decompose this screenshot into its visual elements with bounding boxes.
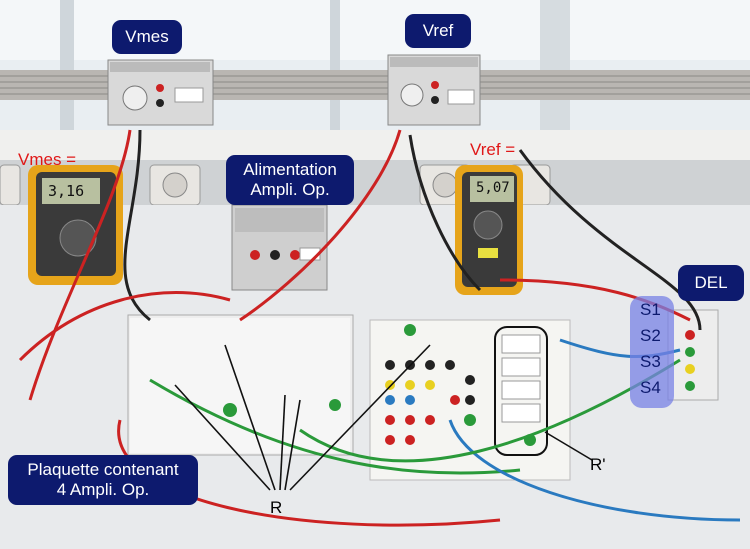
- vmes-label: Vmes: [112, 20, 182, 54]
- led-box: [667, 309, 719, 401]
- del-label-text: DEL: [694, 273, 728, 292]
- alimentation-line2: Ampli. Op.: [250, 180, 330, 199]
- power-supply-vref: [387, 54, 481, 126]
- alimentation-label: Alimentation Ampli. Op.: [226, 155, 354, 205]
- cables: [18, 129, 741, 527]
- r-label: R: [270, 498, 283, 517]
- banana-sockets: [223, 324, 536, 446]
- plaquette-line2: 4 Ampli. Op.: [56, 480, 150, 499]
- del-item-s4: S4: [640, 378, 661, 397]
- r-prime-resistors: [501, 334, 541, 423]
- del-label: DEL: [678, 265, 744, 301]
- r-arrows: [174, 344, 593, 491]
- vref-label-text: Vref: [422, 21, 454, 40]
- opamp-power-supply: [231, 204, 328, 291]
- multimeter-left: [28, 165, 123, 285]
- vref-equals: Vref =: [470, 140, 516, 159]
- vref-label: Vref: [405, 14, 471, 48]
- vmes-equals: Vmes =: [18, 150, 77, 169]
- r-prime-outline: [494, 326, 548, 456]
- del-item-s1: S1: [640, 300, 661, 319]
- multimeter-right: [455, 165, 523, 295]
- power-supply-vmes: [107, 59, 214, 126]
- del-item-s3: S3: [640, 352, 661, 371]
- opamp-board: [127, 314, 354, 456]
- plaquette-line1: Plaquette contenant: [27, 460, 179, 479]
- del-item-s2: S2: [640, 326, 661, 345]
- right-meter-reading: 5,07: [476, 180, 510, 196]
- del-highlight: [630, 296, 674, 408]
- left-meter-reading: 3,16: [48, 182, 85, 200]
- plaquette-label: Plaquette contenant 4 Ampli. Op.: [8, 455, 198, 505]
- vmes-label-text: Vmes: [125, 27, 169, 46]
- r-prime-label: R': [590, 455, 606, 474]
- alimentation-line1: Alimentation: [243, 160, 337, 179]
